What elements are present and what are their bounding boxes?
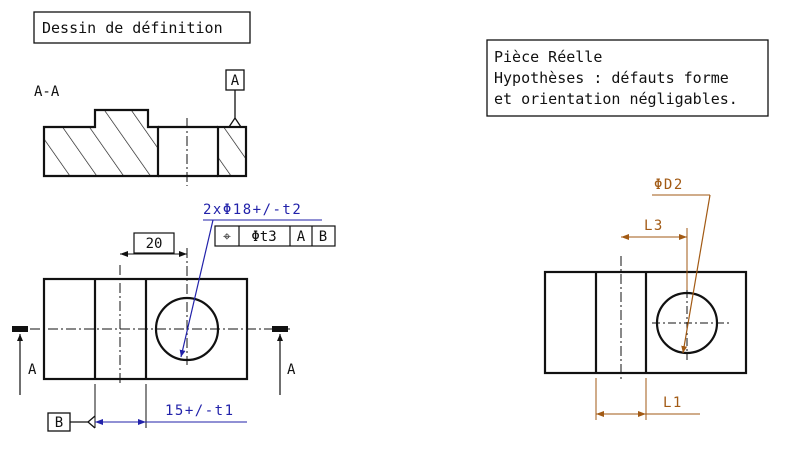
dimension-l1: L1 xyxy=(595,378,700,420)
note-box: Pièce Réelle Hypothèses : défauts forme … xyxy=(486,39,769,117)
dimension-15-text: 15+/-t1 xyxy=(165,403,235,419)
cutting-plane-right-label: A xyxy=(287,362,296,378)
note-line-1: Pièce Réelle xyxy=(494,48,602,66)
title-text: Dessin de définition xyxy=(42,19,223,37)
datum-b-label: B xyxy=(55,415,63,431)
fcf-datum-a: A xyxy=(297,229,306,245)
hole-callout: 2xΦ18+/-t2 xyxy=(179,202,322,358)
fcf-tolerance: Φt3 xyxy=(251,229,276,245)
dimension-l1-text: L1 xyxy=(663,395,683,411)
datum-a-label: A xyxy=(231,73,240,89)
plan-view xyxy=(12,248,290,384)
hole-callout-text: 2xΦ18+/-t2 xyxy=(203,202,302,218)
dimension-l3: L3 xyxy=(621,218,688,290)
datum-a-marker: A xyxy=(225,69,245,128)
datum-b-marker: B xyxy=(47,384,96,432)
note-line-2: Hypothèses : défauts forme xyxy=(494,69,729,87)
position-symbol-icon: ⌖ xyxy=(223,229,231,245)
cutting-plane-left: A xyxy=(12,326,37,395)
section-label: A-A xyxy=(34,84,60,100)
dimension-20: 20 xyxy=(120,232,187,257)
note-line-3: et orientation négligables. xyxy=(494,90,738,108)
section-view xyxy=(42,108,248,186)
cutting-plane-right: A xyxy=(272,326,296,395)
real-part-view xyxy=(543,256,748,380)
diameter-d2-text: ΦD2 xyxy=(654,177,684,193)
diameter-d2: ΦD2 xyxy=(652,177,711,354)
cutting-plane-left-label: A xyxy=(28,362,37,378)
title-box: Dessin de définition xyxy=(33,11,251,44)
dimension-l3-text: L3 xyxy=(644,218,664,234)
fcf-datum-b: B xyxy=(319,229,327,245)
dimension-20-text: 20 xyxy=(146,236,163,252)
dimension-15: 15+/-t1 xyxy=(95,384,247,428)
feature-control-frame: ⌖ Φt3 A B xyxy=(214,225,336,247)
